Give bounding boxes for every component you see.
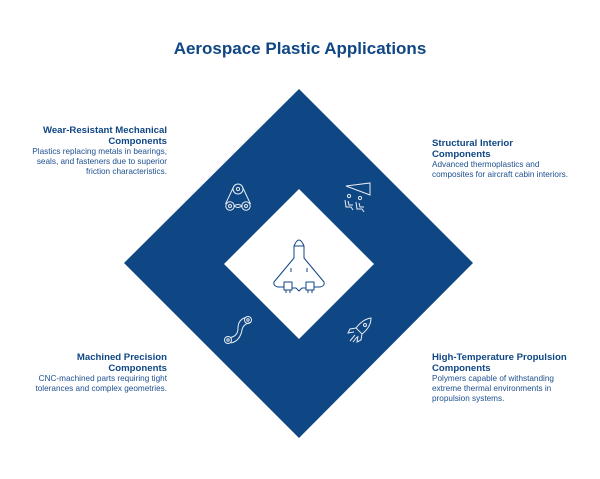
aircraft-icon: [273, 239, 325, 293]
desc-line: Plastics replacing metals in bearings,: [32, 147, 167, 156]
rocket-icon: [347, 317, 372, 343]
quadrant-wear-resistant: Wear-Resistant Mechanical Components Pla…: [10, 125, 167, 177]
machined-link-icon: [224, 316, 252, 344]
quadrant-high-temperature: High-Temperature Propulsion Components P…: [432, 352, 597, 404]
quadrant-heading: High-Temperature Propulsion Components: [432, 352, 597, 374]
desc-line: composites for aircraft cabin interiors.: [432, 170, 569, 179]
desc-line: extreme thermal environments in: [432, 384, 552, 393]
desc-line: friction characteristics.: [86, 167, 167, 176]
quadrant-structural-interior: Structural Interior Components Advanced …: [432, 138, 597, 180]
quadrant-description: Advanced thermoplastics and composites f…: [432, 160, 597, 180]
quadrant-description: Polymers capable of withstanding extreme…: [432, 374, 597, 404]
desc-line: Polymers capable of withstanding: [432, 374, 554, 383]
quadrant-heading: Machined Precision Components: [10, 352, 167, 374]
inner-diamond: [224, 189, 374, 339]
desc-line: seals, and fasteners due to superior: [36, 157, 167, 166]
quadrant-heading: Structural Interior Components: [432, 138, 597, 160]
quadrant-description: CNC-machined parts requiring tight toler…: [10, 374, 167, 394]
gear-belt-icon: [225, 183, 251, 211]
heading-line: Components: [432, 363, 491, 374]
cabin-seats-icon: [344, 182, 371, 213]
heading-line: High-Temperature Propulsion: [432, 352, 567, 363]
heading-line: Wear-Resistant Mechanical: [42, 125, 167, 136]
desc-line: CNC-machined parts requiring tight: [38, 374, 167, 383]
desc-line: tolerances and complex geometries.: [35, 384, 167, 393]
desc-line: propulsion systems.: [432, 394, 505, 403]
quadrant-description: Plastics replacing metals in bearings, s…: [10, 147, 167, 177]
heading-line: Structural Interior: [432, 138, 514, 149]
heading-line: Components: [108, 136, 167, 147]
heading-line: Components: [108, 363, 167, 374]
quadrant-heading: Wear-Resistant Mechanical Components: [10, 125, 167, 147]
desc-line: Advanced thermoplastics and: [432, 160, 540, 169]
diagram-title: Aerospace Plastic Applications: [173, 39, 427, 58]
heading-line: Components: [432, 149, 491, 160]
heading-line: Machined Precision: [76, 352, 167, 363]
quadrant-machined-precision: Machined Precision Components CNC-machin…: [10, 352, 167, 394]
